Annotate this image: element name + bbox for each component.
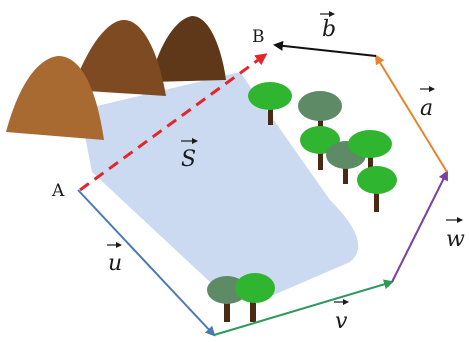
vector-a-arrow	[374, 54, 448, 173]
mountain-mid	[72, 20, 166, 96]
point-b-label: B	[252, 27, 265, 47]
label-v-text: v	[335, 309, 348, 334]
tree-cluster-top	[248, 82, 397, 212]
mountains	[6, 16, 226, 140]
label-u-text: u	[108, 251, 122, 276]
tree-cluster-bottom	[207, 273, 275, 322]
vector-b-arrow	[273, 40, 377, 57]
mountain-front	[6, 56, 104, 140]
label-v: v	[334, 299, 349, 334]
label-w: w	[446, 217, 465, 252]
vector-u-arrow	[77, 189, 216, 337]
vector-v-arrow	[213, 279, 394, 336]
label-a-text: a	[420, 96, 433, 121]
label-b-text: b	[322, 17, 336, 42]
vector-s-arrow	[79, 53, 268, 192]
label-a: a	[420, 86, 435, 121]
label-s: S	[181, 138, 198, 172]
label-b: b	[320, 11, 336, 42]
point-a-label: A	[51, 181, 65, 201]
mountain-back	[150, 16, 226, 82]
label-u: u	[107, 242, 122, 276]
label-s-text: S	[181, 147, 196, 172]
lake	[80, 72, 359, 300]
label-w-text: w	[446, 227, 465, 252]
vector-w-arrow	[391, 170, 448, 283]
